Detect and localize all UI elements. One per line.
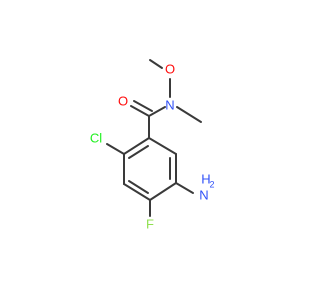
- bond-ring-4: [123, 183, 151, 201]
- chlorine-label: Cl: [90, 130, 102, 145]
- molecule-diagram: O N O Cl F H N 2: [89, 59, 215, 232]
- bond-c-n: [148, 106, 166, 117]
- oxygen-carbonyl-label: O: [118, 93, 128, 108]
- bond-ring-6-inner: [128, 145, 149, 159]
- bond-ring-6: [123, 137, 150, 155]
- bond-ring-3: [149, 182, 177, 201]
- bond-ring-cl: [106, 143, 125, 155]
- bond-o-methyl: [149, 59, 163, 69]
- amino-n-label: N: [199, 187, 208, 202]
- amino-subscript-label: 2: [209, 179, 214, 189]
- nitrogen-amide-label: N: [165, 97, 174, 112]
- bond-c-o-double-2: [133, 100, 153, 112]
- fluorine-label: F: [146, 216, 154, 231]
- structure-drawing: O N O Cl F H N 2: [90, 59, 215, 231]
- amino-h-label: H: [201, 171, 210, 186]
- bond-ring-1: [148, 137, 177, 155]
- bond-c-o-double-1: [130, 105, 150, 117]
- bond-n-methyl: [176, 106, 202, 123]
- bond-ring-4-inner: [128, 180, 149, 194]
- bond-ring-nh2: [175, 182, 194, 194]
- oxygen-methoxy-label: O: [165, 61, 175, 76]
